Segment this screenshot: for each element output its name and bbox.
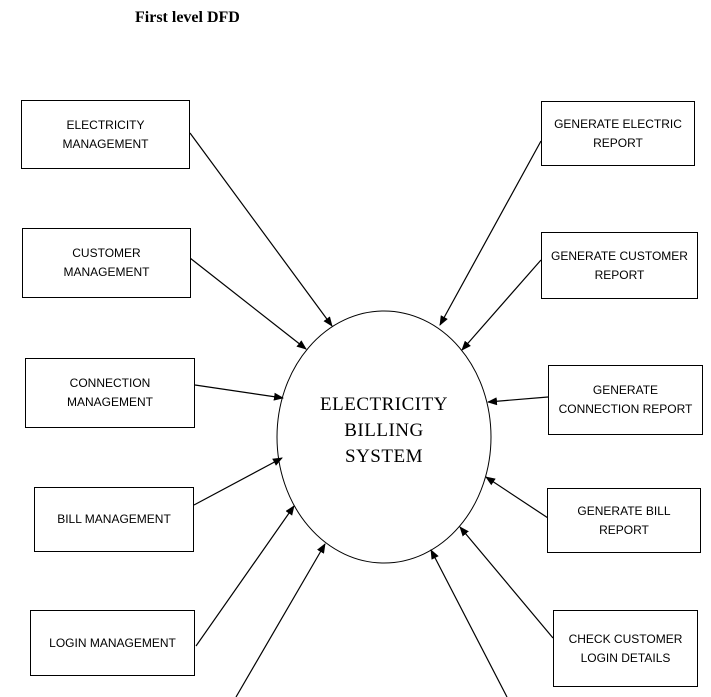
box-label: CUSTOMER MANAGEMENT [63, 246, 150, 279]
box-generate-electric-report: GENERATE ELECTRIC REPORT [541, 101, 695, 166]
flow-bill-management [193, 457, 283, 506]
flow-generate-connection-report [487, 396, 549, 406]
box-generate-customer-report: GENERATE CUSTOMER REPORT [541, 232, 698, 299]
box-label: BILL MANAGEMENT [57, 512, 171, 526]
box-connection-management: CONNECTION MANAGEMENT [25, 358, 195, 428]
flow-bottom-right [430, 549, 508, 697]
box-label: GENERATE BILL REPORT [577, 503, 671, 537]
flow-electricity-management [189, 132, 333, 327]
box-label: CHECK CUSTOMER LOGIN DETAILS [568, 631, 683, 665]
box-generate-connection-report: GENERATE CONNECTION REPORT [548, 365, 703, 435]
box-generate-bill-report: GENERATE BILL REPORT [547, 488, 701, 553]
box-check-customer-login-details: CHECK CUSTOMER LOGIN DETAILS [553, 610, 698, 687]
flow-login-management [195, 505, 295, 647]
box-label: ELECTRICITY MANAGEMENT [62, 117, 149, 151]
box-label: LOGIN MANAGEMENT [49, 635, 176, 650]
box-label: GENERATE CONNECTION REPORT [558, 383, 693, 416]
flow-bottom-left [235, 543, 326, 697]
box-label: GENERATE CUSTOMER REPORT [551, 248, 688, 282]
central-process-label: ELECTRICITY BILLING SYSTEM [320, 394, 448, 467]
box-label: GENERATE ELECTRIC REPORT [554, 116, 682, 150]
box-bill-management: BILL MANAGEMENT [34, 487, 194, 552]
flow-generate-bill-report [485, 476, 549, 519]
central-process-ellipse [276, 310, 492, 564]
flow-customer-management [189, 257, 307, 350]
flow-connection-management [194, 384, 284, 401]
box-label: CONNECTION MANAGEMENT [66, 376, 153, 409]
flow-generate-customer-report [461, 259, 542, 351]
flow-check-customer-login [459, 526, 554, 639]
flow-generate-electric-report [439, 140, 542, 326]
diagram-title: First level DFD [135, 9, 240, 26]
box-electricity-management: ELECTRICITY MANAGEMENT [21, 100, 190, 169]
box-customer-management: CUSTOMER MANAGEMENT [22, 228, 191, 298]
box-login-management: LOGIN MANAGEMENT [30, 610, 195, 676]
